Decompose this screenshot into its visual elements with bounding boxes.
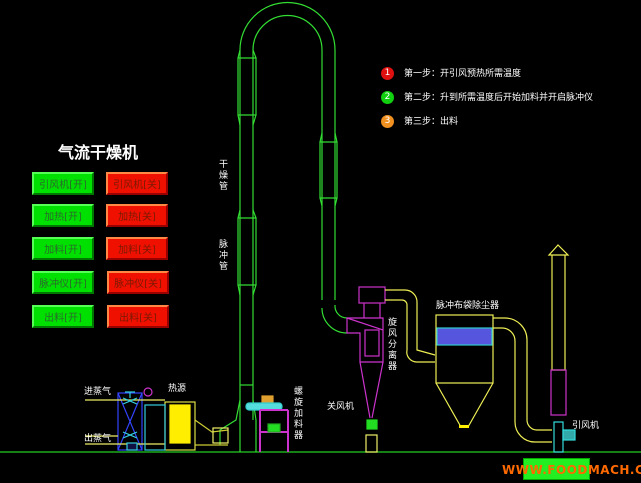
step-1: 1 第一步：开引风预热所需温度 [381, 67, 521, 81]
step-2-text: 第二步：升到所需温度后开始加料并开启脉冲仪 [404, 93, 594, 103]
heat-off-button[interactable]: 加热[关] [106, 204, 168, 227]
heat-on-button[interactable]: 加热[开] [32, 204, 94, 227]
fan-motor [562, 429, 576, 441]
fan-off-button[interactable]: 引风机[关] [106, 172, 168, 195]
steam-pipes [85, 399, 165, 445]
exhaust-stack [547, 244, 570, 371]
fan-label: 引风机 [572, 421, 600, 431]
watermark: WWW.FOODMACH.CN [502, 463, 641, 477]
screw-feeder-label: 螺旋加料器 [294, 387, 304, 441]
heater-core [169, 404, 191, 444]
pressure-gauge-icon [143, 387, 153, 397]
step-3-text: 第三步：出料 [404, 117, 459, 127]
discharge-off-button[interactable]: 出料[关] [107, 305, 169, 328]
rotary-valve [366, 419, 378, 430]
steam-in-valve-icon [122, 391, 138, 405]
page-title: 气流干燥机 [57, 143, 138, 162]
condensate-trap [144, 404, 166, 451]
drying-pipe-label: 干燥管 [219, 160, 229, 192]
step-2: 2 第二步：升到所需温度后开始加料并开启脉冲仪 [381, 91, 593, 105]
silencer [550, 369, 567, 416]
steam-out-label: 出蒸气 [84, 434, 112, 444]
induced-fan [553, 421, 564, 453]
fan-on-button[interactable]: 引风机[开] [32, 172, 94, 195]
screw-feeder [245, 395, 289, 452]
heat-source-label: 热源 [168, 384, 187, 394]
step-1-badge: 1 [381, 67, 394, 80]
bag-filter-label: 脉冲布袋除尘器 [436, 301, 500, 311]
step-1-text: 第一步：开引风预热所需温度 [404, 69, 522, 79]
cyclone-label: 旋风分离器 [388, 318, 398, 372]
discharge-box [365, 434, 378, 453]
cyclone-separator [346, 286, 386, 419]
feed-on-button[interactable]: 加料[开] [32, 237, 94, 260]
steam-out-valve-icon [122, 431, 138, 439]
bottom-green-button[interactable] [523, 458, 590, 480]
duct-joint [212, 427, 229, 444]
steam-in-label: 进蒸气 [84, 387, 112, 397]
cyclone-outlet-pipe [385, 289, 436, 363]
pulse-off-button[interactable]: 脉冲仪[关] [107, 271, 169, 294]
step-2-badge: 2 [381, 91, 394, 104]
discharge-on-button[interactable]: 出料[开] [32, 305, 94, 328]
pulse-pipe-label: 脉冲管 [219, 240, 229, 272]
step-3: 3 第三步：出料 [381, 115, 458, 129]
hot-air-duct [194, 419, 229, 446]
step-3-badge: 3 [381, 115, 394, 128]
filter-bags [436, 327, 493, 346]
filter-outlet-pipe [493, 317, 552, 443]
drying-pipe [219, 1, 348, 452]
feed-off-button[interactable]: 加料[关] [106, 237, 168, 260]
rotary-valve-label: 关风机 [327, 402, 355, 412]
filter-discharge [459, 425, 469, 428]
pulse-on-button[interactable]: 脉冲仪[开] [32, 271, 94, 294]
